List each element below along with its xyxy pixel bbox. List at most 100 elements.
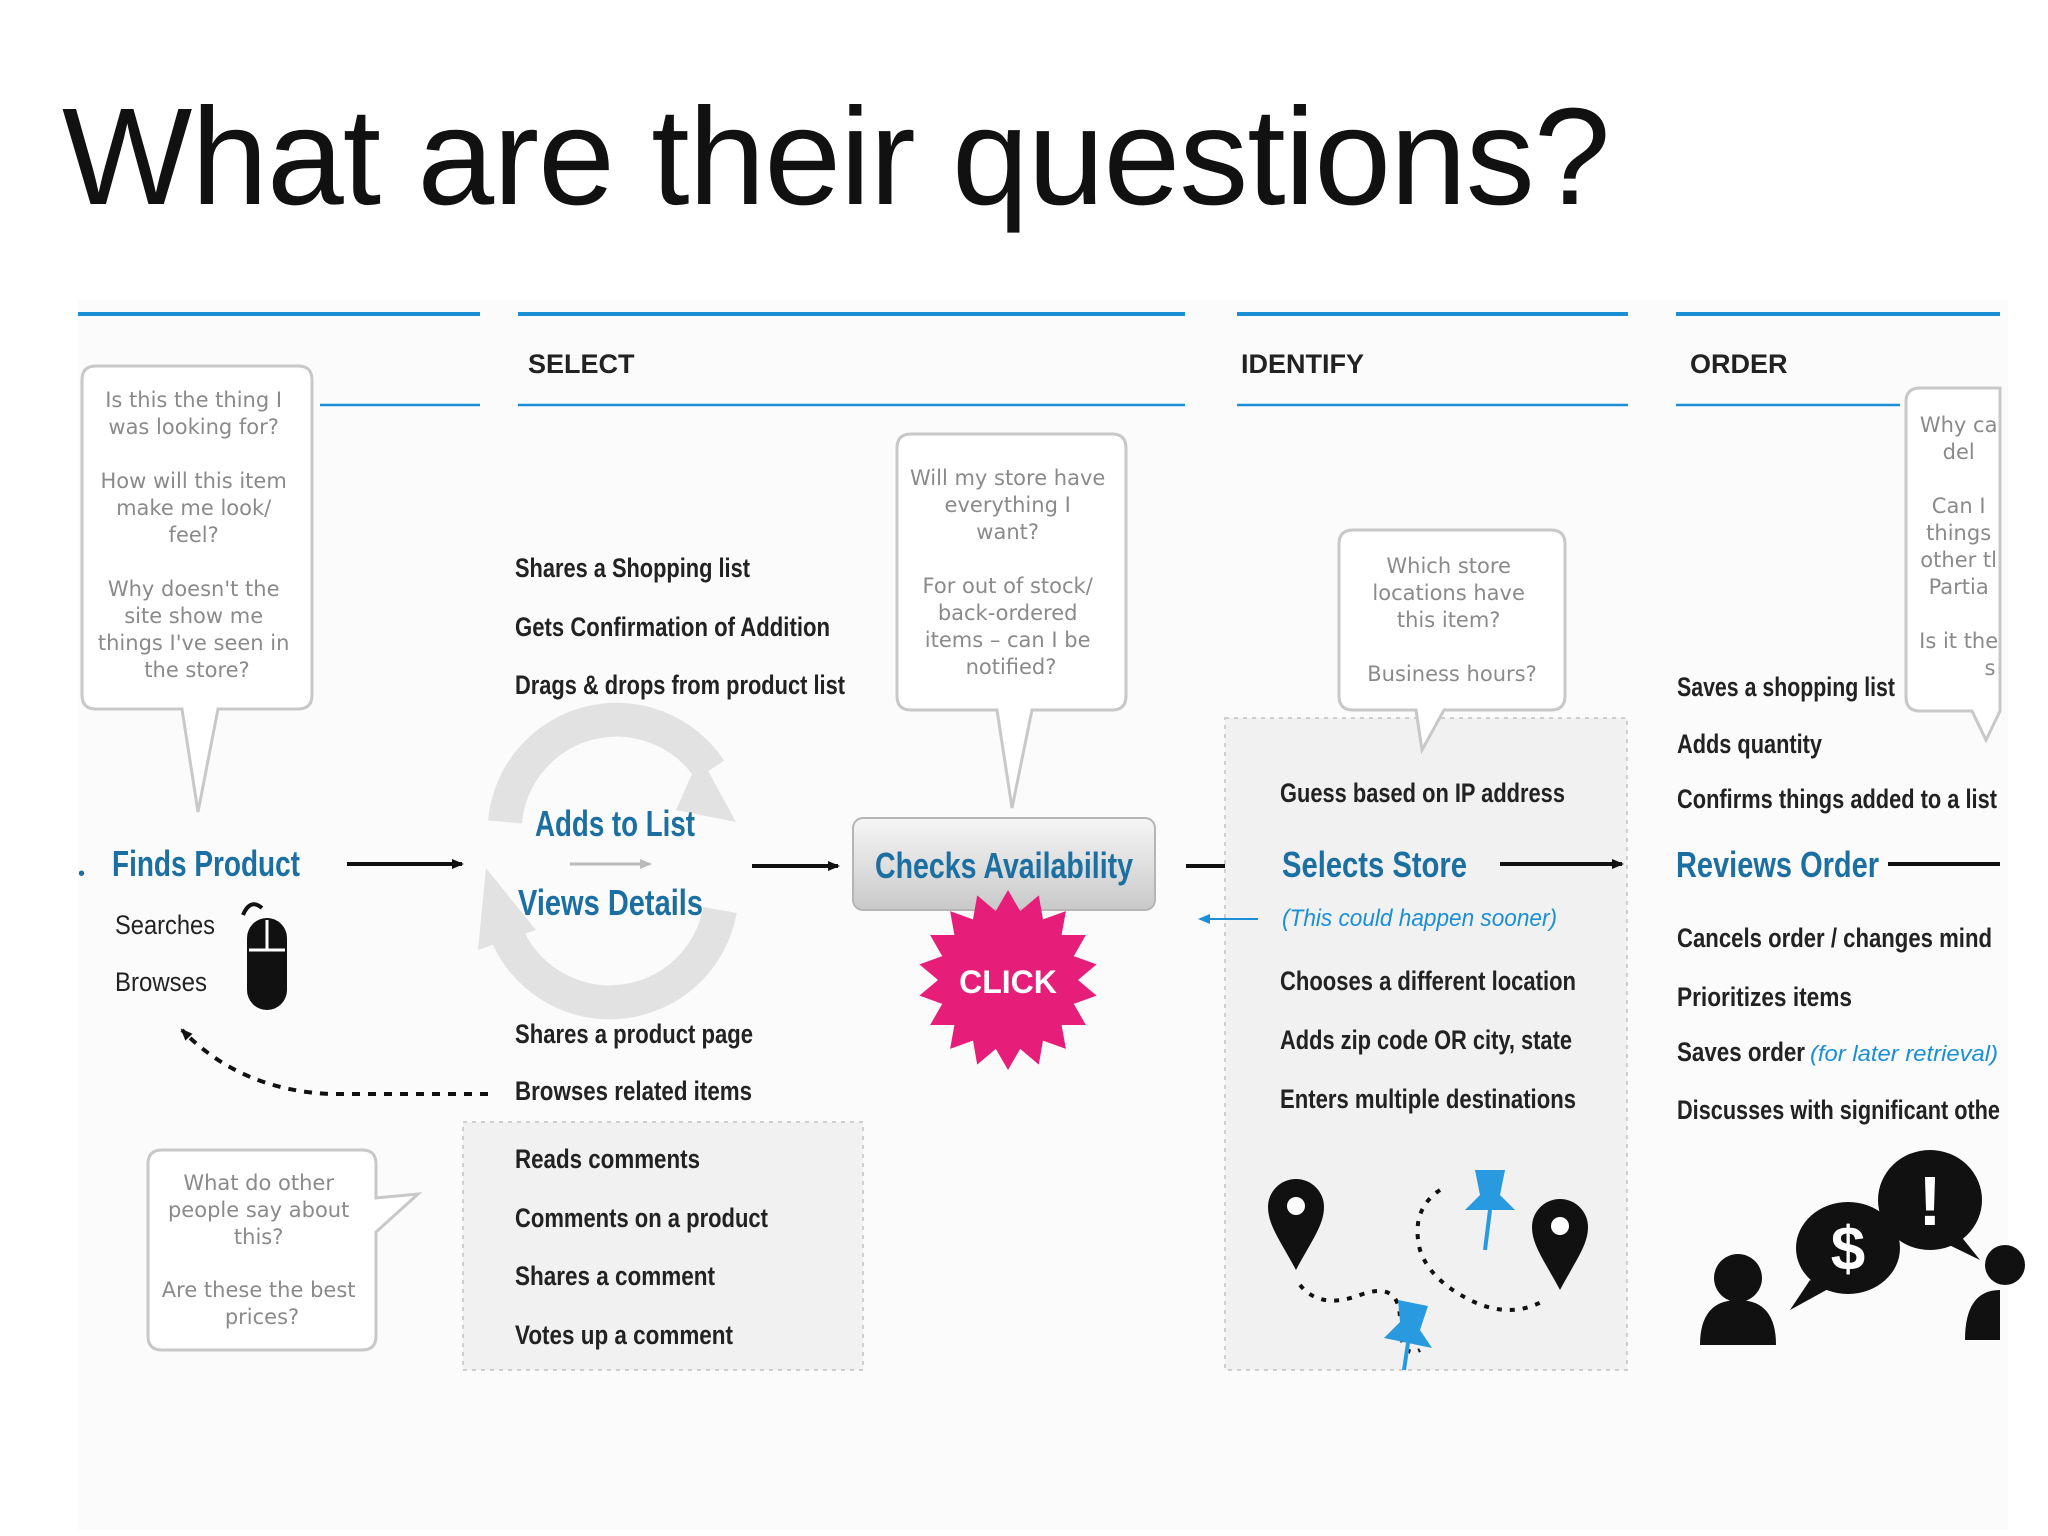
bubble-line: was looking for? [108, 415, 279, 439]
select-item: Gets Confirmation of Addition [515, 612, 830, 642]
bubble-line: Is this the thing I [105, 388, 282, 412]
bubble-line: notified? [966, 655, 1057, 679]
map-pin-icon [1532, 1199, 1588, 1290]
bubble-line: items – can I be [925, 628, 1091, 652]
bubble-line: things [1926, 521, 1991, 545]
identify-item: Chooses a different location [1280, 966, 1576, 996]
bubble-line: s [1985, 656, 1996, 680]
bubble-line: this item? [1397, 608, 1501, 632]
money-speech-icon: $ [1790, 1202, 1900, 1310]
bubble-line: things I've seen in [98, 631, 290, 655]
finds-sub-browses: Browses [115, 967, 207, 997]
bubble-line: make me look/ [116, 496, 272, 520]
bubble-line: del [1943, 440, 1975, 464]
comments-box [462, 1121, 864, 1371]
bubble-line: Partia [1929, 575, 1989, 599]
bubble-line: this? [234, 1225, 283, 1249]
bubble-line: other tl [1920, 548, 1997, 572]
bubble-line: Can I [1932, 494, 1986, 518]
click-starburst: CLICK [919, 890, 1097, 1070]
bubble-line: What do other [183, 1171, 334, 1195]
identify-note: (This could happen sooner) [1282, 905, 1557, 932]
mouse-icon [241, 902, 287, 1010]
svg-text:Which store locations ha: Which store locations have this item? Bu… [1367, 554, 1536, 686]
route-dotted-line [1298, 1188, 1546, 1354]
bubble-line: Will my store have [910, 466, 1105, 490]
bubble-line: feel? [169, 523, 219, 547]
finds-product-title: Finds Product [112, 843, 300, 884]
svg-text:Will my store have every: Will my store have everything I want? Fo… [910, 466, 1112, 679]
bubble-line: Which store [1386, 554, 1511, 578]
question-bubble-checks: Will my store have everything I want? Fo… [895, 432, 1128, 809]
bubble-line: Why ca [1920, 413, 1998, 437]
cycle-arrowhead-top [676, 756, 736, 822]
identify-item: Adds zip code OR city, state [1280, 1025, 1572, 1055]
cycle-arrows-icon [488, 702, 737, 1020]
map-pin-icon [1268, 1179, 1324, 1270]
order-item: Discusses with significant othe [1677, 1095, 2000, 1125]
comment-item: Votes up a comment [515, 1320, 733, 1350]
svg-text:Why ca del Can I: Why ca del Can I things other tl Partia … [1919, 413, 2005, 680]
click-label: CLICK [959, 964, 1057, 1000]
slide-title: What are their questions? [62, 80, 1611, 234]
cycle-arrowhead-bottom [478, 868, 536, 950]
reviews-order-title: Reviews Order [1676, 844, 1879, 885]
bubble-line: How will this item [101, 469, 287, 493]
money-symbol: $ [1831, 1215, 1865, 1284]
bubble-line: Are these the best [162, 1278, 356, 1302]
comments-list: Reads comments Comments on a product Sha… [515, 1144, 768, 1350]
bubble-line: back-ordered [938, 601, 1078, 625]
alert-symbol: ! [1918, 1162, 1941, 1240]
bubble-line: the store? [144, 658, 249, 682]
bubble-line: people say about [168, 1198, 349, 1222]
selects-store-title: Selects Store [1282, 844, 1467, 885]
bubble-line: everything I [945, 493, 1071, 517]
question-bubble-order: Why ca del Can I things other tl Partia … [1904, 386, 2005, 744]
question-bubble-finds: Is this the thing I was looking for? How… [80, 364, 314, 813]
person-icon [1700, 1254, 1776, 1345]
select-item: Browses related items [515, 1076, 752, 1106]
svg-text:Is this the thing I was: Is this the thing I was looking for? How… [98, 388, 296, 682]
bubble-line: For out of stock/ [923, 574, 1094, 598]
identify-list: Chooses a different location Adds zip co… [1280, 966, 1576, 1114]
order-item: Prioritizes items [1677, 982, 1852, 1012]
identify-item: Enters multiple destinations [1280, 1084, 1576, 1114]
comment-item: Shares a comment [515, 1261, 715, 1291]
comment-item: Comments on a product [515, 1203, 768, 1233]
stage-order-label: ORDER [1690, 349, 1788, 379]
stage-select-label: SELECT [528, 349, 635, 379]
checks-availability-button[interactable]: Checks Availability [852, 817, 1156, 911]
order-list: Cancels order / changes mind Prioritizes… [1677, 923, 2000, 1125]
stage-headers [78, 312, 2000, 407]
select-item: Shares a Shopping list [515, 553, 750, 583]
alert-speech-icon: ! [1878, 1150, 1982, 1260]
bubble-line: prices? [225, 1305, 299, 1329]
question-bubble-others: What do other people say about this? Are… [146, 1148, 423, 1352]
comment-item: Reads comments [515, 1144, 700, 1174]
identify-guess: Guess based on IP address [1280, 778, 1565, 808]
order-top-list: Saves a shopping list Adds quantity Conf… [1677, 672, 1997, 814]
order-item: Cancels order / changes mind [1677, 923, 1992, 953]
stage-identify-label: IDENTIFY [1241, 349, 1364, 379]
checks-availability-label: Checks Availability [875, 845, 1133, 886]
order-item: Confirms things added to a list [1677, 784, 1997, 814]
select-item: Drags & drops from product list [515, 670, 845, 700]
push-pin-icon [1384, 1300, 1432, 1371]
question-bubble-stores: Which store locations have this item? Bu… [1337, 528, 1567, 755]
bullet-marker: • [78, 863, 85, 885]
select-item: Shares a product page [515, 1019, 753, 1049]
cycle-adds-to-list: Adds to List [535, 803, 695, 844]
order-saves-note: (for later retrieval) [1810, 1041, 1998, 1066]
person-icon [1965, 1245, 2025, 1340]
bubble-line: Why doesn't the [108, 577, 280, 601]
bubble-line: want? [976, 520, 1039, 544]
cycle-views-details: Views Details [518, 882, 703, 923]
order-item: Saves order [1677, 1037, 1805, 1067]
push-pin-icon [1465, 1170, 1515, 1251]
order-item: Adds quantity [1677, 729, 1822, 759]
select-top-list: Shares a Shopping list Gets Confirmation… [515, 553, 845, 700]
bubble-line: site show me [124, 604, 263, 628]
bubble-line: Is it the [1919, 629, 1998, 653]
bubble-line: Business hours? [1367, 662, 1536, 686]
